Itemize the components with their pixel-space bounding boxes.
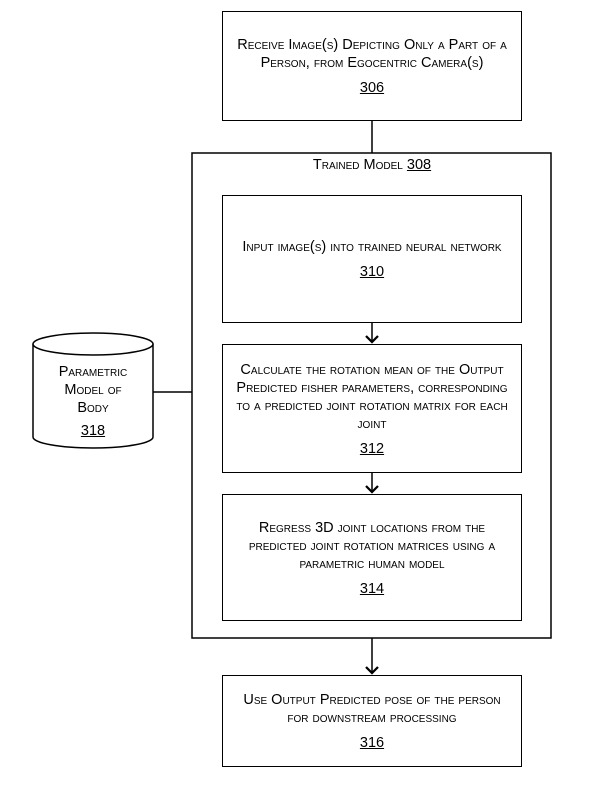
step-310-text: Input image(s) into trained neural netwo… [242,239,502,255]
database-line-2: Model of [64,382,122,398]
step-312-text: Calculate the rotation mean of the Outpu… [236,361,508,432]
step-316-ref: 316 [359,735,385,751]
step-314-box: Regress 3D joint locations from the pred… [222,494,522,621]
step-316-box: Use Output Predicted pose of the person … [222,675,522,767]
step-310-box: Input image(s) into trained neural netwo… [222,195,522,323]
database-ref: 318 [80,423,106,439]
database-line-3: Body [77,400,109,416]
trained-model-ref: 308 [406,157,432,173]
trained-model-text: Trained Model [312,157,403,173]
database-cylinder-icon [32,332,154,449]
step-306-text: Receive Image(s) Depicting Only a Part o… [237,37,507,71]
step-310-ref: 310 [359,264,385,280]
step-314-text: Regress 3D joint locations from the pred… [248,519,496,572]
database-line-1: Parametric [58,364,128,380]
step-306-box: Receive Image(s) Depicting Only a Part o… [222,11,522,121]
trained-model-label: Trained Model 308 [192,157,552,173]
step-306-ref: 306 [359,80,385,96]
step-314-ref: 314 [359,580,385,597]
step-312-box: Calculate the rotation mean of the Outpu… [222,344,522,473]
step-312-ref: 312 [359,440,385,457]
step-316-text: Use Output Predicted pose of the person … [243,692,501,726]
database-label: Parametric Model of Body 318 [33,363,153,440]
